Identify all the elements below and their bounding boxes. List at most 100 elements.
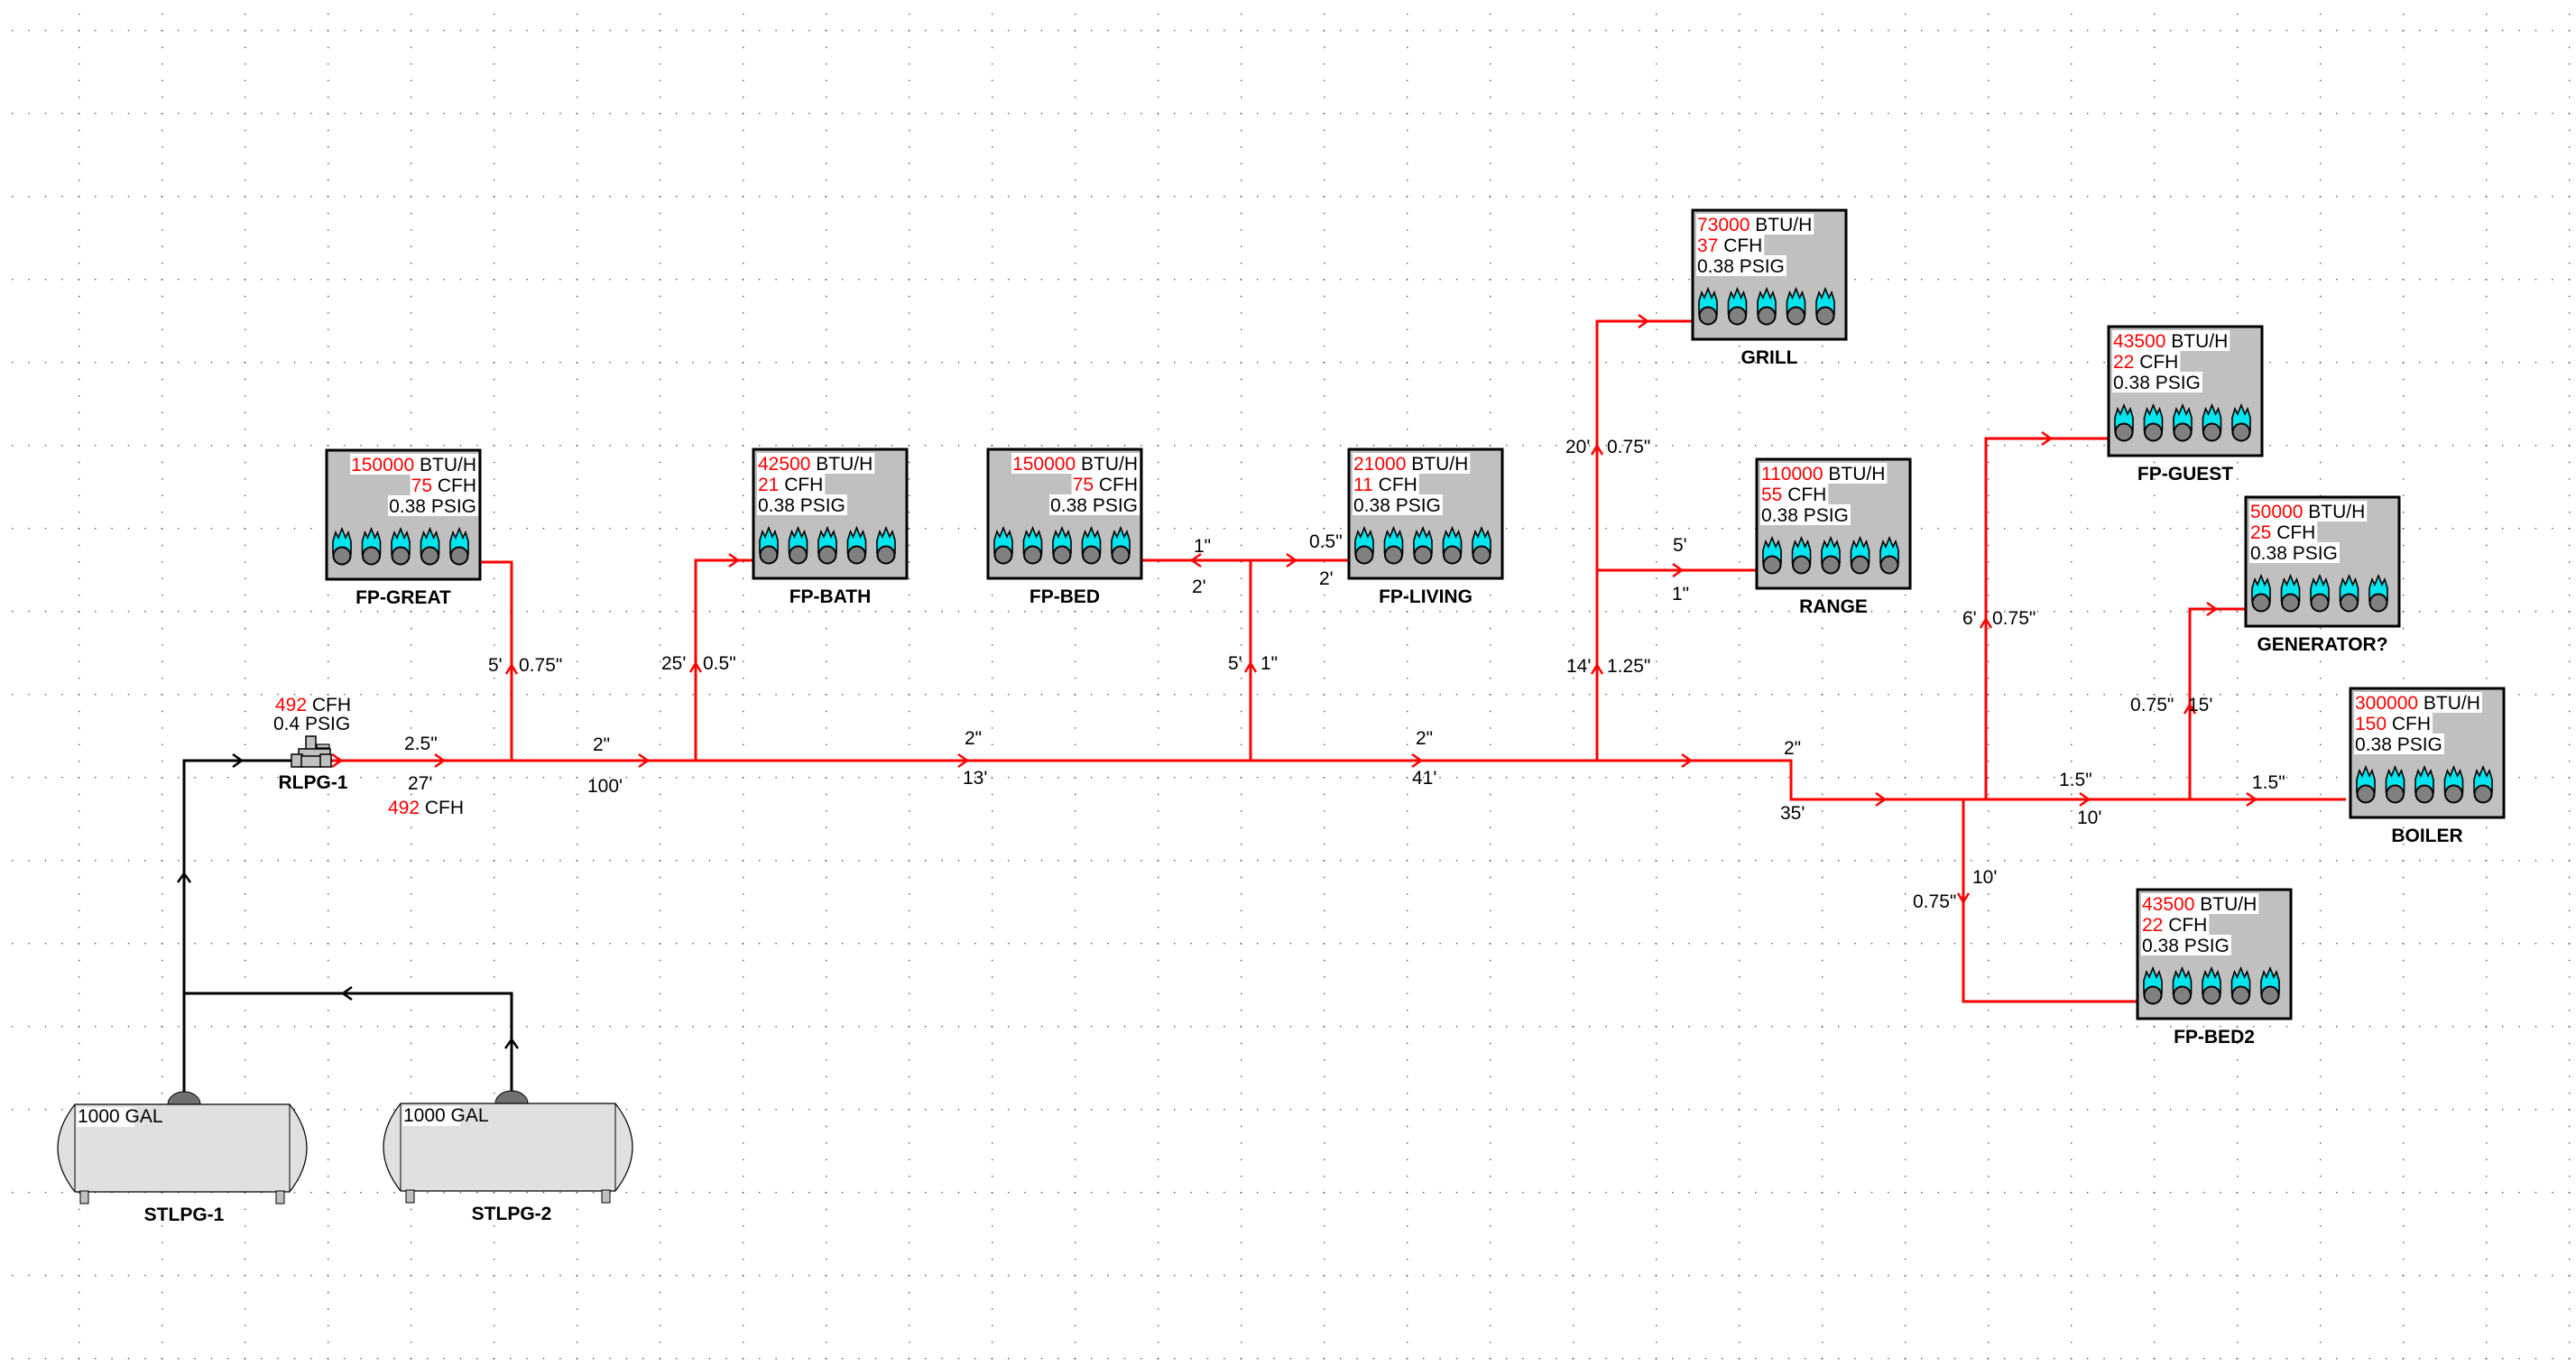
pipe-label-bed-branch-size: 1": [1194, 536, 1211, 557]
burner-flame-icon: [1081, 527, 1102, 565]
burner-flame-icon: [1413, 527, 1433, 565]
flow-arrow-icon: [1243, 660, 1258, 673]
flow-arrow-icon: [2079, 791, 2091, 808]
pipe-label-grill-length: 20': [1565, 437, 1590, 457]
flow-arrow-icon: [2246, 791, 2258, 808]
grill-branch-pipe[interactable]: [1595, 319, 1693, 761]
appliance-pressure: 0.38 PSIG: [389, 496, 476, 517]
pipe-label-main-6-length: 10': [2077, 808, 2101, 828]
burner-flame-icon: [759, 527, 779, 565]
appliance-cfh: 75 CFH: [411, 475, 476, 496]
burner-flame-icon: [449, 528, 469, 566]
appliance-cfh: 75 CFH: [1073, 475, 1138, 495]
burner-flame-icon: [1383, 527, 1404, 565]
regulator-rlpg-1[interactable]: 492 CFH 0.4 PSIG RLPG-1 492 CFH: [273, 695, 464, 818]
distribution-pipes: [330, 313, 2346, 1010]
flow-arrow-icon: [434, 752, 447, 769]
burner-flame-icon: [1698, 288, 1718, 326]
tank2-to-header-pipe[interactable]: [184, 992, 513, 1092]
pipe-label-fp-bath-size: 0.5": [703, 653, 736, 674]
appliance-btu: 73000 BTU/H: [1697, 215, 1812, 235]
tank-capacity: 1000 GAL: [78, 1106, 163, 1127]
pipe-label-main-3-length: 13': [963, 768, 987, 789]
flow-arrows: [331, 313, 2258, 1010]
tank1-to-regulator-pipe[interactable]: [182, 759, 298, 1094]
main-trunk-pipe[interactable]: [330, 759, 2346, 801]
flow-arrow-icon: [1189, 552, 1202, 568]
burner-flame-icon: [1879, 537, 1899, 575]
appliance-cfh: 55 CFH: [1761, 485, 1826, 505]
flow-arrow-icon: [331, 752, 344, 769]
flow-arrow-icon: [1956, 892, 1971, 905]
flow-arrow-icon: [1638, 313, 1650, 329]
flow-arrow-icon: [1286, 552, 1298, 568]
burner-flame-icon: [2260, 967, 2280, 1005]
fp-bath-branch-pipe[interactable]: [694, 558, 753, 761]
appliance-cfh: 25 CFH: [2250, 522, 2315, 543]
appliance-btu: 43500 BTU/H: [2142, 894, 2257, 915]
burner-flame-icon: [361, 528, 382, 566]
burner-flame-icon: [2172, 967, 2193, 1005]
tank-leg: [405, 1189, 415, 1204]
appliance-pressure: 0.38 PSIG: [1697, 256, 1785, 277]
burner-flame-icon: [2280, 575, 2301, 613]
burner-flame-icon: [332, 528, 352, 566]
burner-flame-icon: [1762, 537, 1782, 575]
flow-arrow-icon: [688, 660, 703, 673]
appliance-btu: 150000 BTU/H: [1012, 454, 1138, 475]
burner-flame-icon: [846, 527, 867, 565]
regulator-outlet-flow: 492 CFH: [388, 798, 464, 818]
burner-flame-icon: [2231, 404, 2251, 442]
pipe-label-main-5-size: 2": [1784, 738, 1801, 759]
burner-flame-icon: [391, 528, 411, 566]
pipe-label-bed2-size: 0.75": [1913, 891, 1956, 912]
fp-bed2-branch-pipe[interactable]: [1962, 799, 2137, 1003]
appliance-cfh: 22 CFH: [2113, 352, 2178, 373]
burner-flame-icon: [2230, 967, 2251, 1005]
appliance-name: FP-BATH: [789, 586, 872, 607]
fp-guest-branch-pipe[interactable]: [1984, 437, 2109, 799]
flow-arrow-icon: [957, 752, 970, 769]
pipe-label-fp-great-length: 5': [488, 655, 503, 676]
pipe-label-generator-length: 15': [2188, 695, 2212, 715]
flow-arrow-icon: [1681, 752, 1694, 769]
appliance-name: FP-GUEST: [2137, 464, 2233, 485]
generator-branch-pipe[interactable]: [2188, 607, 2246, 799]
pipe-label-main-4-size: 2": [1416, 728, 1433, 749]
pipe-label-reg-out-length: 27': [408, 773, 432, 794]
pipe-label-living-branch-length: 2': [1319, 568, 1334, 589]
pipe-label-main-2-size: 2": [593, 734, 610, 755]
regulator-flow: 492 CFH: [275, 695, 351, 715]
appliance-pressure: 0.38 PSIG: [2355, 734, 2442, 755]
appliance-name: GENERATOR?: [2257, 634, 2387, 655]
appliance-pressure: 0.38 PSIG: [2250, 543, 2338, 564]
burner-flame-icon: [2143, 967, 2163, 1005]
burner-flame-icon: [2310, 575, 2330, 613]
appliance-btu: 42500 BTU/H: [758, 454, 873, 475]
burner-flame-icon: [2173, 404, 2193, 442]
flow-arrow-icon: [2206, 601, 2219, 617]
burner-flame-icon: [2356, 766, 2376, 804]
pipe-label-bed2-length: 10': [1972, 867, 1997, 888]
pipe-label-range-size: 1": [1672, 584, 1689, 605]
tank-leg: [601, 1189, 611, 1204]
pipe-label-boiler-size: 1.5": [2252, 772, 2285, 793]
pipe-label-main-6-size: 1.5": [2059, 770, 2092, 790]
burner-flame-icon: [817, 527, 837, 565]
burner-flame-icon: [2251, 575, 2271, 613]
appliance-cfh: 37 CFH: [1697, 235, 1762, 256]
burner-flame-icon: [1821, 537, 1841, 575]
